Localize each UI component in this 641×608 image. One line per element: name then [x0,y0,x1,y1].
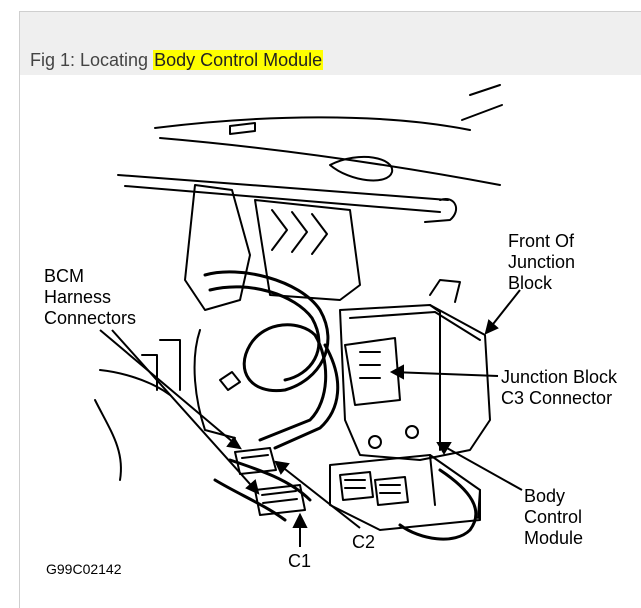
label-line: Connectors [44,308,137,328]
label-line: Body [524,486,566,506]
caption-prefix: Fig 1: Locating [30,50,154,70]
label-line: Control [524,507,583,527]
caption-bar: Fig 1: Locating Body Control Module [19,11,641,75]
label-line: Harness [44,287,112,307]
label-front-of-junction-block: Front Of Junction Block [508,231,575,294]
label-line: Front Of [508,231,575,251]
label-c2: C2 [352,532,376,552]
label-line: Junction Block [501,367,618,387]
label-line: Block [508,273,553,293]
leader-c2 [274,460,361,529]
label-junction-block-c3-connector: Junction Block C3 Connector [501,367,617,409]
junction-block-c3-connector [344,337,401,406]
bcm-connector-c2 [234,447,277,475]
leader-front-junction-block [484,289,521,335]
figure-id: G99C02142 [46,561,122,577]
leader-jb-c3 [389,364,499,380]
label-body-control-module: Body Control Module [524,486,583,549]
label-c1: C1 [288,551,312,571]
label-line: Module [524,528,584,548]
label-line: BCM [44,266,84,286]
leader-body-control-module [436,442,523,491]
label-line: Junction [508,252,576,272]
leader-c1 [292,512,308,547]
label-line: C3 Connector [501,388,613,408]
label-bcm-harness-connectors: BCM Harness Connectors [44,266,136,329]
wiring-harness [203,270,478,541]
body-control-module [329,454,481,531]
junction-block [339,279,491,461]
cowl-panel [117,84,503,223]
support-bracket [94,184,361,481]
leader-bcm-harness [99,329,260,495]
bcm-connector-c1 [254,484,306,516]
figure-caption: Fig 1: Locating Body Control Module [30,50,324,71]
caption-highlight: Body Control Module [153,50,324,70]
